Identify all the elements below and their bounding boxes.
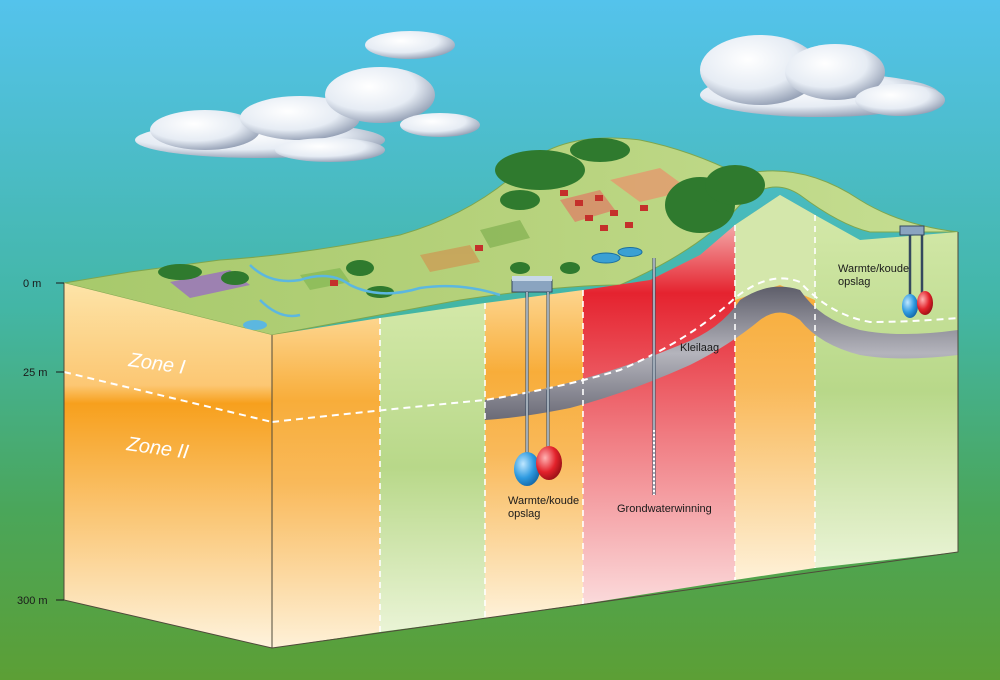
block-edges: [63, 232, 959, 649]
wko-installation-right: [899, 225, 933, 318]
groundwater-label: Grondwaterwinning: [617, 503, 712, 515]
front-face: [64, 283, 272, 648]
wko-right-label-line2: opslag: [838, 276, 870, 288]
column-dividers: [379, 215, 816, 632]
clay-layer: [485, 286, 958, 420]
cold-storage-icon: [514, 452, 540, 486]
cloud-right: [700, 35, 945, 117]
forest: [158, 138, 765, 298]
cold-storage-icon-right: [902, 294, 918, 318]
warm-storage-icon-right: [917, 291, 933, 315]
clay-layer-label: Kleilaag: [680, 342, 719, 354]
depth-tick-0: 0 m: [23, 278, 41, 290]
wko-right-label-line1: Warmte/koude: [838, 263, 909, 275]
village: [330, 190, 648, 286]
zone-boundary-side: [271, 277, 959, 423]
depth-tick-25: 25 m: [23, 367, 47, 379]
wko-left-label-line2: opslag: [508, 508, 540, 520]
depth-axis: [56, 282, 64, 601]
depth-tick-300: 300 m: [17, 595, 48, 607]
cloud-left: [135, 31, 480, 162]
wko-installation-left: [511, 276, 562, 486]
wko-left-label-line1: Warmte/koude: [508, 495, 579, 507]
warm-storage-icon: [536, 446, 562, 480]
river: [249, 264, 501, 297]
